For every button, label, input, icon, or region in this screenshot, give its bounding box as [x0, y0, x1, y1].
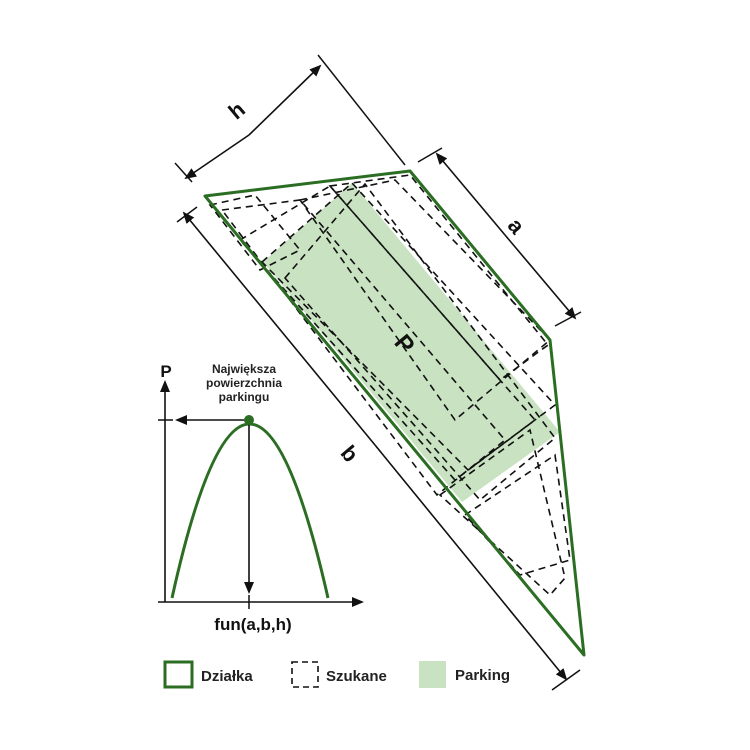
- legend-parking-label: Parking: [455, 667, 510, 684]
- plot-outline: [203, 169, 586, 657]
- dimension-a-label: a: [503, 213, 531, 239]
- legend-parking-swatch: [419, 661, 446, 688]
- graph-max-point: [244, 415, 254, 425]
- legend-plot-swatch: [163, 660, 194, 689]
- dimension-b: [176, 206, 581, 691]
- dimension-h: [174, 54, 406, 183]
- dimension-b-label: b: [336, 441, 364, 467]
- graph-curve: [170, 422, 330, 599]
- legend: Działka Szukane Parking: [163, 660, 510, 689]
- parking-area: [263, 183, 560, 502]
- legend-plot-label: Działka: [201, 668, 253, 685]
- max-annotation-line-3: parkingu: [219, 390, 270, 404]
- area-function-graph: [158, 380, 364, 609]
- max-annotation-line-1: Największa: [212, 362, 276, 376]
- legend-searched-swatch: [291, 661, 319, 688]
- max-annotation-line-2: powierzchnia: [206, 376, 282, 390]
- dimension-a: [417, 147, 582, 327]
- graph-y-axis-label: P: [160, 362, 171, 381]
- graph-x-axis-label: fun(a,b,h): [214, 615, 291, 634]
- dimension-h-label: h: [224, 97, 250, 125]
- searched-rectangles: [208, 174, 571, 597]
- legend-searched-label: Szukane: [326, 668, 387, 685]
